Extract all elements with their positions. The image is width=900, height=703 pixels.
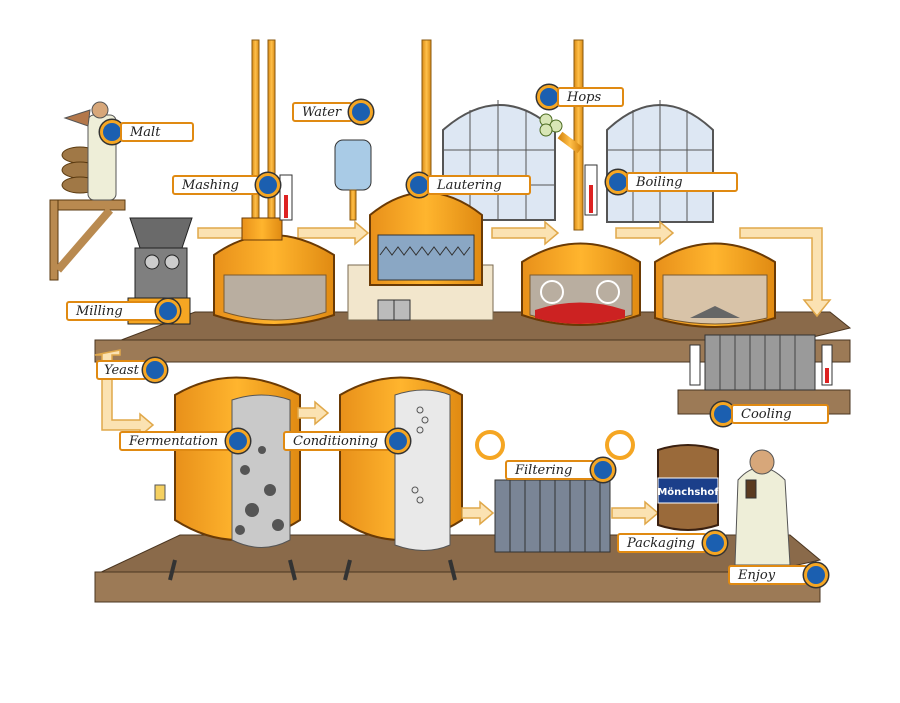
label-lautering-text: Lautering: [427, 175, 531, 195]
label-milling-text: Milling: [66, 301, 160, 321]
label-conditioning[interactable]: Conditioning: [283, 429, 411, 453]
mashing-marker-icon[interactable]: [256, 173, 280, 197]
label-packaging[interactable]: Packaging: [617, 531, 727, 555]
label-hops[interactable]: Hops: [537, 85, 624, 109]
label-water[interactable]: Water: [292, 100, 374, 124]
label-fermentation[interactable]: Fermentation: [119, 429, 251, 453]
yeast-marker-icon[interactable]: [142, 358, 167, 382]
label-packaging-text: Packaging: [617, 533, 707, 553]
label-water-text: Water: [292, 102, 354, 122]
conditioning-marker-icon[interactable]: [386, 429, 411, 453]
label-yeast-text: Yeast: [96, 360, 147, 380]
hops-cluster: [539, 113, 583, 154]
monk-enjoy-figure: [734, 449, 791, 566]
label-conditioning-text: Conditioning: [283, 431, 391, 451]
label-malt-text: Malt: [120, 122, 194, 142]
whirlpool-tank: [654, 242, 776, 328]
packaging-marker-icon[interactable]: [703, 531, 727, 555]
label-filtering[interactable]: Filtering: [505, 458, 615, 482]
label-cooling-text: Cooling: [731, 404, 829, 424]
label-boiling-text: Boiling: [626, 172, 738, 192]
fermentation-tank: [154, 376, 301, 581]
label-enjoy[interactable]: Enjoy: [728, 563, 828, 587]
label-boiling[interactable]: Boiling: [606, 170, 738, 194]
boil-kettle: [521, 164, 641, 326]
label-malt[interactable]: Malt: [100, 120, 194, 144]
milling-marker-icon[interactable]: [156, 299, 180, 323]
label-mashing-text: Mashing: [172, 175, 260, 195]
wort-cooler: [689, 334, 833, 391]
upper-shelf: [94, 311, 852, 363]
conditioning-tank: [339, 376, 463, 581]
mash-tun: [213, 174, 335, 326]
label-filtering-text: Filtering: [505, 460, 595, 480]
window-right: [606, 100, 714, 223]
label-enjoy-text: Enjoy: [728, 565, 808, 585]
label-mashing[interactable]: Mashing: [172, 173, 280, 197]
lauter-tun: [347, 191, 494, 321]
label-fermentation-text: Fermentation: [119, 431, 231, 451]
label-lautering[interactable]: Lautering: [407, 173, 531, 197]
fermentation-marker-icon[interactable]: [226, 429, 251, 453]
label-hops-text: Hops: [557, 87, 624, 107]
filter-press: [475, 430, 635, 553]
vertical-pipes: [251, 39, 584, 241]
barrel-brand-text: Mönchshof: [657, 487, 719, 498]
water-marker-icon[interactable]: [349, 100, 374, 124]
enjoy-marker-icon[interactable]: [804, 563, 828, 587]
label-milling[interactable]: Milling: [66, 299, 180, 323]
water-tank: [334, 139, 372, 221]
flow-arrows-lower: [297, 400, 660, 526]
beer-barrel: Mönchshof: [657, 444, 719, 531]
filtering-marker-icon[interactable]: [591, 458, 615, 482]
label-yeast[interactable]: Yeast: [96, 358, 167, 382]
label-cooling[interactable]: Cooling: [711, 402, 829, 426]
